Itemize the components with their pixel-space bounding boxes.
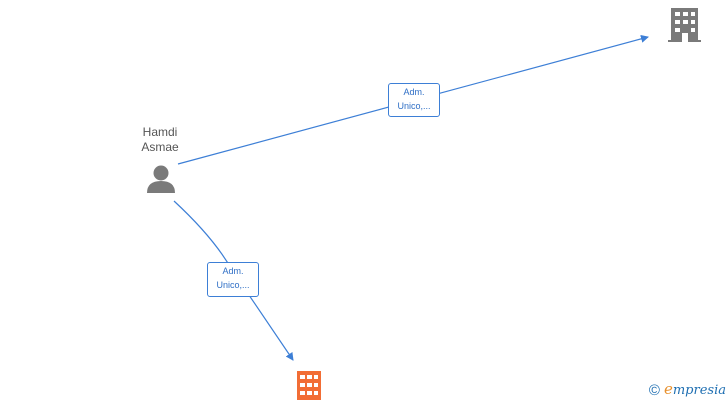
copyright-icon: © bbox=[648, 381, 660, 399]
brand-logo: empresia bbox=[663, 380, 726, 399]
person-name[interactable]: Hamdi Asmae bbox=[120, 125, 200, 155]
relation-label-company-bottom[interactable]: Adm. Unico,... bbox=[207, 262, 259, 297]
brand-logo-initial: e bbox=[663, 380, 673, 398]
relation-label-line1: Adm. bbox=[222, 266, 244, 276]
person-icon[interactable] bbox=[147, 165, 175, 194]
relation-label-line2: Unico,... bbox=[397, 101, 431, 111]
person-name-line2: Asmae bbox=[141, 140, 179, 154]
company-bottom-building-icon[interactable] bbox=[297, 371, 321, 400]
person-name-line1: Hamdi bbox=[142, 125, 178, 139]
company-top-right-building-icon[interactable] bbox=[668, 8, 701, 42]
brand-logo-text: mpresia bbox=[672, 383, 726, 398]
relation-label-company-top-right[interactable]: Adm. Unico,... bbox=[388, 83, 440, 117]
relation-label-line1: Adm. bbox=[403, 87, 425, 97]
relation-label-line2: Unico,... bbox=[216, 280, 250, 290]
brand-watermark: © empresia bbox=[648, 380, 726, 399]
